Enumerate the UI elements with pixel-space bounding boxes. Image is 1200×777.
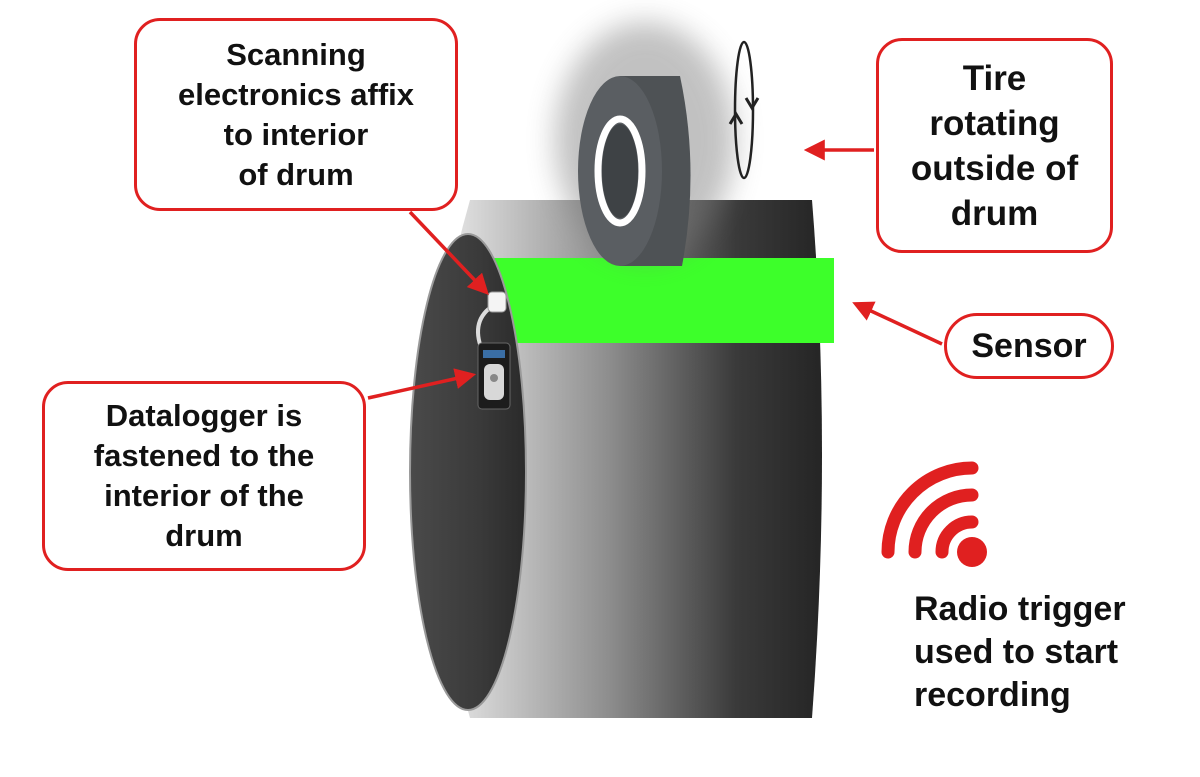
datalogger-button [490,374,498,382]
arrow-sensor [852,301,943,346]
tire-hole [602,124,638,218]
callout-line: drum [950,193,1039,233]
callout-line: drum [165,518,243,553]
datalogger-label [483,350,505,358]
radio-signal-icon [881,461,987,567]
caption-line: recording [914,676,1071,714]
tire [555,22,735,266]
callout-line: Tire [962,58,1027,98]
callout-line: Scanning [226,36,366,72]
callout-line: Datalogger is [105,398,303,433]
callout-line: electronics affix [177,76,415,112]
radio-trigger-caption: Radio trigger used to start recording [914,588,1194,717]
callout-sensor: Sensor [944,313,1114,379]
tire-rim-ring [594,115,646,227]
callout-scanning-electronics: Scanning electronics affix to interior o… [134,18,458,211]
callout-line: fastened to the [93,438,315,473]
caption-line: Radio trigger [914,590,1126,628]
callout-line: rotating [929,103,1060,143]
sensor-band [488,258,834,343]
callout-line: interior of the [104,478,304,513]
rotation-arrows-icon [728,40,760,180]
callout-tire: Tire rotating outside of drum [876,38,1113,253]
callout-line: outside of [910,148,1079,188]
scanner-module [487,291,507,313]
datalogger-device [477,342,511,410]
arrow-datalogger [367,368,477,400]
arrow-scanning [408,210,489,296]
callout-datalogger: Datalogger is fastened to the interior o… [42,381,366,571]
callout-line: to interior [223,116,369,152]
callout-line: of drum [238,156,354,192]
caption-line: used to start [914,633,1119,671]
drum-opening-rim [409,233,527,711]
callout-line: Sensor [971,327,1087,365]
